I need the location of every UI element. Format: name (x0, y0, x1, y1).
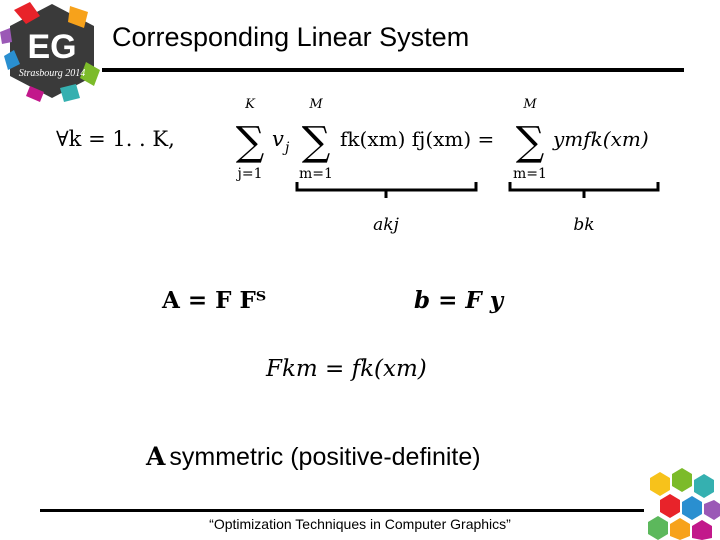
eg-logo: EG Strasbourg 2014 (0, 2, 100, 102)
title-underline (102, 68, 684, 72)
symmetric-note-symbol: A (146, 442, 166, 471)
logo-text: Strasbourg 2014 (19, 68, 86, 79)
decorative-hexagon-icon (648, 468, 720, 540)
sum3-top: M (522, 97, 537, 112)
b-label: bk (573, 215, 594, 235)
rhs-product: ymfk(xm) (552, 127, 649, 151)
F-equation: Fkm = fk(xm) (265, 356, 427, 382)
lhs-product: fk(xm) fj(xm) = (340, 127, 494, 151)
underbrace-b (508, 182, 660, 198)
forall-clause: ∀k = 1. . K, (56, 127, 175, 151)
sum1-bottom: j=1 (236, 166, 263, 182)
sum1-symbol: ∑ (236, 119, 265, 165)
sum2-symbol: ∑ (302, 119, 331, 165)
symmetric-note-text: symmetric (positive-definite) (169, 443, 481, 471)
b-equation: b = F y (414, 287, 505, 314)
underbrace-a (295, 182, 478, 198)
v-term: v (272, 127, 284, 151)
sum2-top: M (308, 97, 323, 112)
footer-rule (40, 509, 644, 512)
slide-title: Corresponding Linear System (112, 22, 470, 52)
logo-letters: EG (27, 28, 76, 66)
footer-text: “Optimization Techniques in Computer Gra… (209, 516, 511, 532)
sum1-top: K (244, 97, 256, 112)
v-subscript: j (282, 140, 290, 156)
symmetric-note: A symmetric (positive-definite) (146, 442, 481, 472)
sum3-symbol: ∑ (516, 119, 545, 165)
A-equation: A = F Fᵀ (161, 287, 266, 314)
sum3-bottom: m=1 (513, 166, 547, 182)
a-label: akj (373, 215, 399, 235)
sum2-bottom: m=1 (299, 166, 333, 182)
